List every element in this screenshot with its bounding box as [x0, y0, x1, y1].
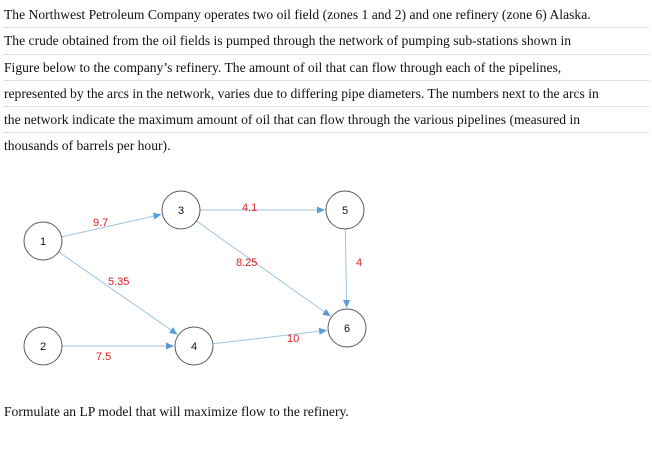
node-3: 3 [161, 190, 201, 230]
node-circle [23, 221, 63, 261]
problem-line: Figure below to the company’s refinery. … [4, 55, 650, 81]
edge-4-6 [212, 330, 320, 345]
problem-line: represented by the arcs in the network, … [4, 81, 650, 108]
node-circle [325, 190, 365, 230]
capacity-label-4-6: 10 [287, 333, 299, 345]
capacity-label-1-4: 5.35 [108, 276, 129, 288]
problem-statement: The Northwest Petroleum Company operates… [4, 2, 650, 159]
edge-3-6 [196, 220, 325, 313]
capacity-label-1-3: 9.7 [93, 217, 108, 229]
node-label: 5 [342, 205, 348, 217]
problem-line: the network indicate the maximum amount … [4, 107, 650, 134]
node-label: 1 [40, 236, 46, 248]
arrowhead-2-4 [166, 342, 174, 350]
node-circle [327, 308, 367, 348]
arrowhead-1-4 [169, 327, 178, 335]
question-text: Formulate an LP model that will maximize… [4, 404, 349, 419]
arrowhead-1-3 [152, 212, 162, 220]
capacity-label-5-6: 4 [356, 257, 362, 269]
arrowhead-3-6 [322, 308, 331, 317]
node-1: 1 [23, 221, 63, 261]
node-label: 3 [178, 205, 184, 217]
node-5: 5 [325, 190, 365, 230]
node-circle [23, 326, 63, 366]
node-circle [161, 190, 201, 230]
edge-labels: 9.7 5.35 7.5 4.1 8.25 10 4 [93, 202, 362, 363]
node-label: 2 [40, 341, 46, 353]
node-label: 6 [344, 323, 350, 335]
capacity-label-3-6: 8.25 [236, 257, 257, 269]
edges [58, 206, 351, 350]
node-label: 4 [191, 341, 197, 353]
edge-5-6 [344, 228, 348, 301]
node-6: 6 [327, 308, 367, 348]
edge-1-4 [58, 251, 172, 331]
edge-1-3 [61, 215, 154, 238]
problem-line: The crude obtained from the oil fields i… [4, 28, 650, 55]
nodes: 1 2 3 4 5 6 [23, 190, 367, 366]
capacity-label-2-4: 7.5 [96, 351, 111, 363]
arrowhead-3-5 [317, 206, 325, 214]
node-circle [174, 326, 214, 366]
capacity-label-3-5: 4.1 [242, 202, 257, 214]
arrowhead-4-6 [318, 327, 328, 335]
node-4: 4 [174, 326, 214, 366]
problem-line: thousands of barrels per hour). [4, 138, 171, 154]
arrowhead-5-6 [343, 299, 351, 309]
problem-line: The Northwest Petroleum Company operates… [4, 2, 650, 29]
node-2: 2 [23, 326, 63, 366]
